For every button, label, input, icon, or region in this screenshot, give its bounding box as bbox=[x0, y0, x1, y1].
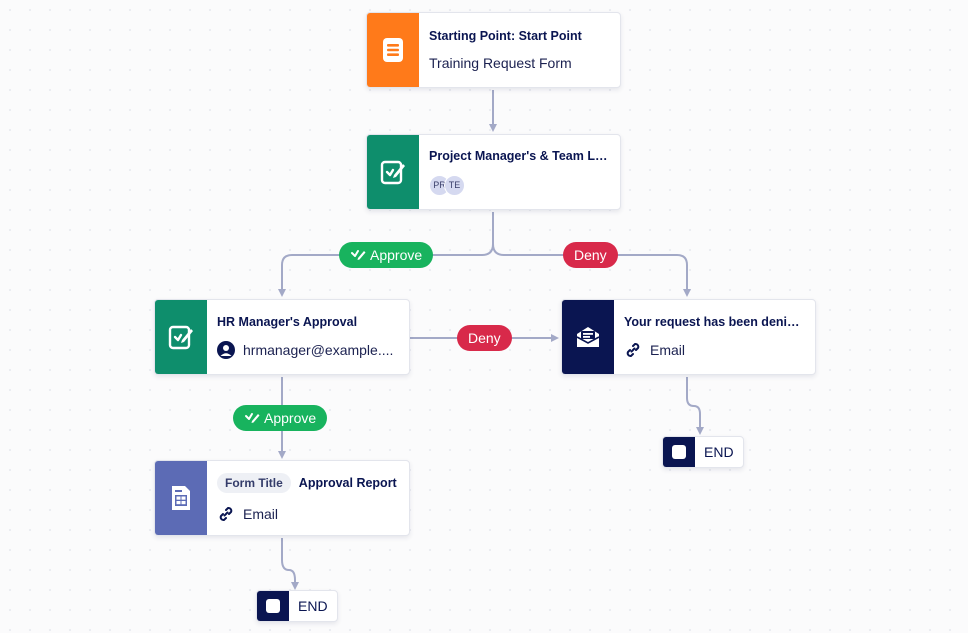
stop-icon bbox=[257, 591, 289, 621]
assignee-email: hrmanager@example.... bbox=[243, 342, 394, 358]
node-title: Approval Report bbox=[298, 476, 397, 490]
approve-label-text: Approve bbox=[264, 410, 317, 426]
node-title: Starting Point: Start Point bbox=[429, 29, 582, 43]
link-icon bbox=[626, 342, 640, 358]
end-label: END bbox=[298, 598, 328, 614]
node-subtitle: Email bbox=[217, 505, 399, 523]
end-label: END bbox=[704, 444, 734, 460]
wire-pm-to-denied bbox=[492, 243, 691, 297]
wire-denied-to-end bbox=[686, 377, 704, 435]
approve-branch-label[interactable]: Approve bbox=[339, 242, 434, 268]
node-side bbox=[562, 300, 614, 374]
end-node[interactable]: END bbox=[256, 590, 338, 622]
node-request-denied-email[interactable]: Your request has been denied. Email bbox=[561, 299, 816, 375]
approval-icon bbox=[168, 325, 193, 350]
deny-label-text: Deny bbox=[468, 330, 501, 346]
deny-branch-label[interactable]: Deny bbox=[563, 242, 618, 268]
node-side bbox=[155, 300, 207, 374]
node-approval-report[interactable]: Form Title Approval Report Email bbox=[154, 460, 410, 536]
approve-branch-label[interactable]: Approve bbox=[233, 405, 328, 431]
deny-label-text: Deny bbox=[574, 247, 607, 263]
node-side bbox=[367, 135, 419, 209]
avatar[interactable]: TE bbox=[444, 174, 465, 196]
node-type-label: Email bbox=[650, 342, 686, 358]
node-side bbox=[155, 461, 207, 535]
node-title: HR Manager's Approval bbox=[217, 315, 358, 329]
node-subtitle: hrmanager@example.... bbox=[217, 341, 399, 359]
form-name: Training Request Form bbox=[429, 55, 572, 71]
node-hr-manager-approval[interactable]: HR Manager's Approval hrmanager@example.… bbox=[154, 299, 410, 375]
approve-icon bbox=[351, 250, 366, 260]
stop-icon bbox=[663, 437, 695, 467]
approve-label-text: Approve bbox=[370, 247, 423, 263]
node-start-side bbox=[367, 13, 419, 87]
form-icon bbox=[383, 38, 403, 62]
node-subtitle: Training Request Form bbox=[429, 55, 610, 71]
link-icon bbox=[219, 506, 233, 522]
approve-icon bbox=[245, 413, 260, 423]
node-start[interactable]: Starting Point: Start Point Training Req… bbox=[366, 12, 621, 88]
deny-branch-label[interactable]: Deny bbox=[457, 325, 512, 351]
node-title: Your request has been denied. bbox=[624, 315, 805, 329]
end-node[interactable]: END bbox=[662, 436, 744, 468]
form-title-tag: Form Title bbox=[217, 473, 291, 493]
node-type-label: Email bbox=[243, 506, 279, 522]
approval-icon bbox=[380, 160, 405, 185]
user-icon bbox=[217, 341, 235, 359]
node-title-row: Form Title Approval Report bbox=[217, 473, 399, 493]
node-subtitle: Email bbox=[624, 341, 805, 359]
report-icon bbox=[172, 486, 190, 510]
wire-report-to-end bbox=[281, 538, 299, 590]
node-title: Project Manager's & Team Le... bbox=[429, 148, 610, 163]
envelope-icon bbox=[576, 327, 600, 347]
